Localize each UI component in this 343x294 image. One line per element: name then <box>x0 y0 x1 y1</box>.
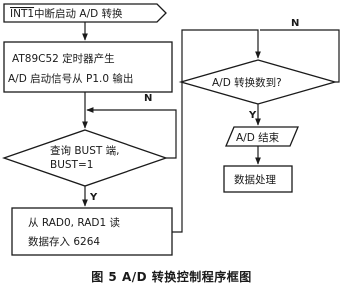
timer-node: AT89C52 定时器产生 A/D 启动信号从 P1.0 输出 <box>3 41 173 93</box>
query-decision-node: 查询 BUST 端, BUST=1 <box>2 129 168 187</box>
query-no-label: N <box>144 93 152 104</box>
end-node: A/D 结束 <box>225 126 299 147</box>
end-node-label: A/D 结束 <box>236 131 280 144</box>
query-no-loop <box>86 107 177 159</box>
query-node-line-2: BUST=1 <box>50 159 93 171</box>
start-node-int1-label: INT1 <box>10 8 34 20</box>
query-node-line-1: 查询 BUST 端, <box>50 144 119 157</box>
read-node-line-2: 数据存入 6264 <box>28 235 100 248</box>
count-yes-label: Y <box>248 110 257 121</box>
count-node-label: A/D 转换数到? <box>212 76 282 89</box>
timer-node-line-2: A/D 启动信号从 P1.0 输出 <box>8 72 133 85</box>
timer-node-line-1: AT89C52 定时器产生 <box>12 52 115 65</box>
query-yes-label: Y <box>89 192 98 203</box>
figure-caption: 图 5 A/D 转换控制程序框图 <box>91 270 252 284</box>
read-node-line-1: 从 RAD0, RAD1 读 <box>28 216 120 229</box>
count-no-label: N <box>291 18 299 29</box>
start-node: INT1中断启动 A/D 转换 <box>3 3 167 23</box>
process-node-label: 数据处理 <box>234 173 276 186</box>
read-node: 从 RAD0, RAD1 读 数据存入 6264 <box>11 207 173 256</box>
count-no-loop <box>260 29 340 83</box>
arrow-read-to-count <box>172 29 261 233</box>
count-decision-node: A/D 转换数到? <box>178 59 338 105</box>
start-node-label: 中断启动 A/D 转换 <box>34 7 123 20</box>
svg-text:INT1中断启动 A/D 转换: INT1中断启动 A/D 转换 <box>10 7 123 20</box>
process-node: 数据处理 <box>223 165 293 193</box>
